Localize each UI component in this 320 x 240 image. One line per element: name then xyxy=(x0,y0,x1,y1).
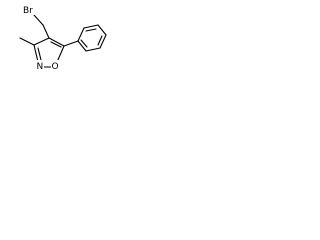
bond-c5-phenyl xyxy=(63,40,79,47)
bond-c3-c4 xyxy=(33,37,50,46)
phenyl-double-1 xyxy=(85,28,97,32)
bond-n-c3-double-inner xyxy=(37,47,42,61)
bond-ch2-br xyxy=(33,14,44,26)
phenyl-bond-2 xyxy=(83,24,99,29)
bromine-label: Br xyxy=(23,6,33,16)
oxygen-label: O xyxy=(52,62,59,72)
bond-c4-c5-double-inner xyxy=(50,41,62,48)
bromomethyl-group xyxy=(33,14,50,39)
phenyl-bond-3 xyxy=(97,24,107,36)
phenyl-bond-6 xyxy=(77,40,87,52)
nitrogen-label-bg xyxy=(36,60,44,71)
bond-c4-c5-double xyxy=(48,37,65,47)
phenyl-bond-4 xyxy=(99,34,107,49)
phenyl-bond-1 xyxy=(77,27,85,42)
phenyl-bond-5 xyxy=(85,47,101,52)
bromine-label-bg xyxy=(22,4,36,15)
isoxazole-ring xyxy=(33,37,65,68)
atom-labels: Br O N xyxy=(22,4,59,72)
chemical-structure-diagram: Br O N xyxy=(19,4,107,72)
oxygen-label-bg xyxy=(51,60,59,71)
phenyl-double-3 xyxy=(80,39,88,48)
phenyl-ring xyxy=(63,24,107,52)
bond-c4-ch2 xyxy=(42,24,50,39)
bond-c3-methyl xyxy=(19,37,35,46)
phenyl-double-2 xyxy=(97,35,103,46)
bond-n-c3-double xyxy=(33,44,39,63)
bond-c5-o xyxy=(56,45,65,63)
nitrogen-label: N xyxy=(37,62,44,72)
